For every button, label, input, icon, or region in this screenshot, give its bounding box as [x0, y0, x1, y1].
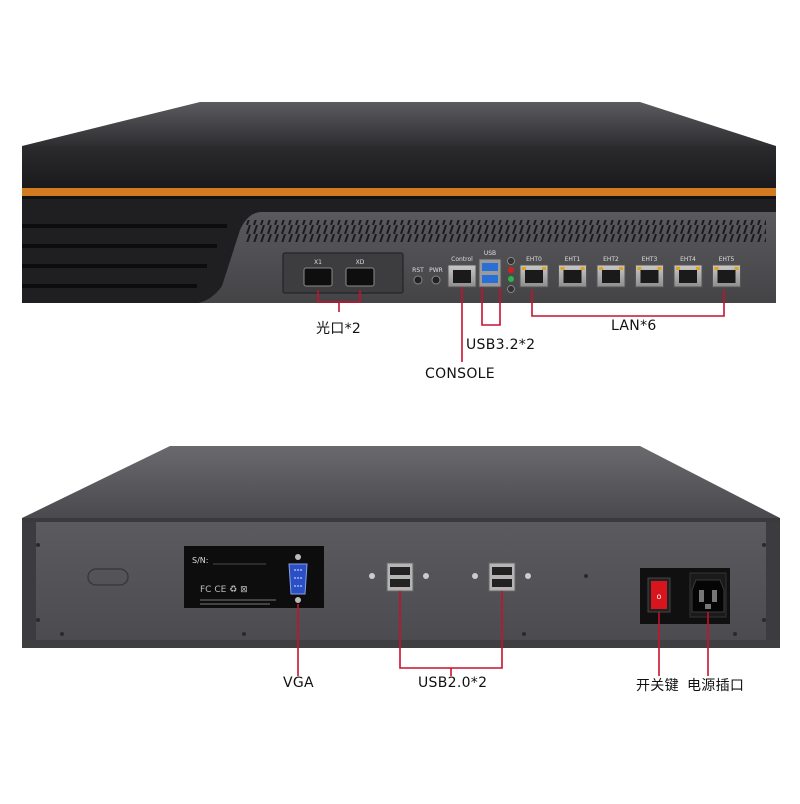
orange-accent-stripe [22, 188, 776, 196]
front-callout-lines [317, 287, 725, 362]
sfp-port-2 [345, 267, 375, 287]
knockout-cover [87, 568, 129, 586]
pwr-label: PWR [429, 267, 443, 274]
rst-label: RST [412, 267, 424, 274]
lan-port-label: EHT3 [642, 256, 658, 263]
power-socket [691, 579, 725, 613]
status-led-red [508, 267, 514, 273]
front-vent [246, 220, 766, 242]
console-callout: CONSOLE [425, 366, 495, 382]
usb32-callout: USB3.2*2 [466, 337, 536, 353]
power-socket-callout: 电源插口 [687, 678, 745, 694]
reset-button [413, 275, 423, 285]
sfp-port-1 [303, 267, 333, 287]
lan-port-label: EHT0 [526, 256, 542, 263]
vga-port [288, 563, 308, 595]
front-left-slots [22, 224, 227, 288]
lan-callout: LAN*6 [611, 318, 657, 334]
usb20-stack-1 [369, 562, 429, 592]
rear-unit: S/N: FC CE ♻ ⊠ o [22, 446, 780, 676]
console-label: Control [451, 256, 473, 263]
usb-label: USB [484, 250, 496, 257]
rear-callout-lines [297, 591, 709, 676]
power-switch-callout: 开关键 [636, 678, 679, 694]
serial-number-label: S/N: [192, 556, 208, 565]
svg-text:o: o [657, 592, 662, 601]
certification-marks: FC CE ♻ ⊠ [200, 585, 248, 595]
vga-callout: VGA [283, 675, 314, 691]
lan-ports: EHT0 EHT1 EHT2 EHT3 EHT4 EHT5 [519, 256, 741, 288]
usb20-stack-2 [472, 562, 531, 592]
front-upper-body [22, 146, 776, 188]
lan-port-label: EHT4 [680, 256, 696, 263]
power-switch [651, 581, 667, 609]
optical-ports-callout: 光口*2 [316, 321, 362, 337]
sfp-bay [282, 252, 404, 294]
front-lid [22, 102, 776, 146]
lan-port-label: EHT5 [719, 256, 735, 263]
status-led-green [508, 276, 514, 282]
rear-screws [36, 543, 766, 636]
sfp1-label: X1 [314, 259, 322, 266]
usb20-callout: USB2.0*2 [418, 675, 488, 691]
lan-port-label: EHT2 [603, 256, 619, 263]
lan-port-label: EHT1 [565, 256, 581, 263]
sfp2-label: XD [356, 259, 365, 266]
rear-lid [22, 446, 780, 518]
power-button [431, 275, 441, 285]
